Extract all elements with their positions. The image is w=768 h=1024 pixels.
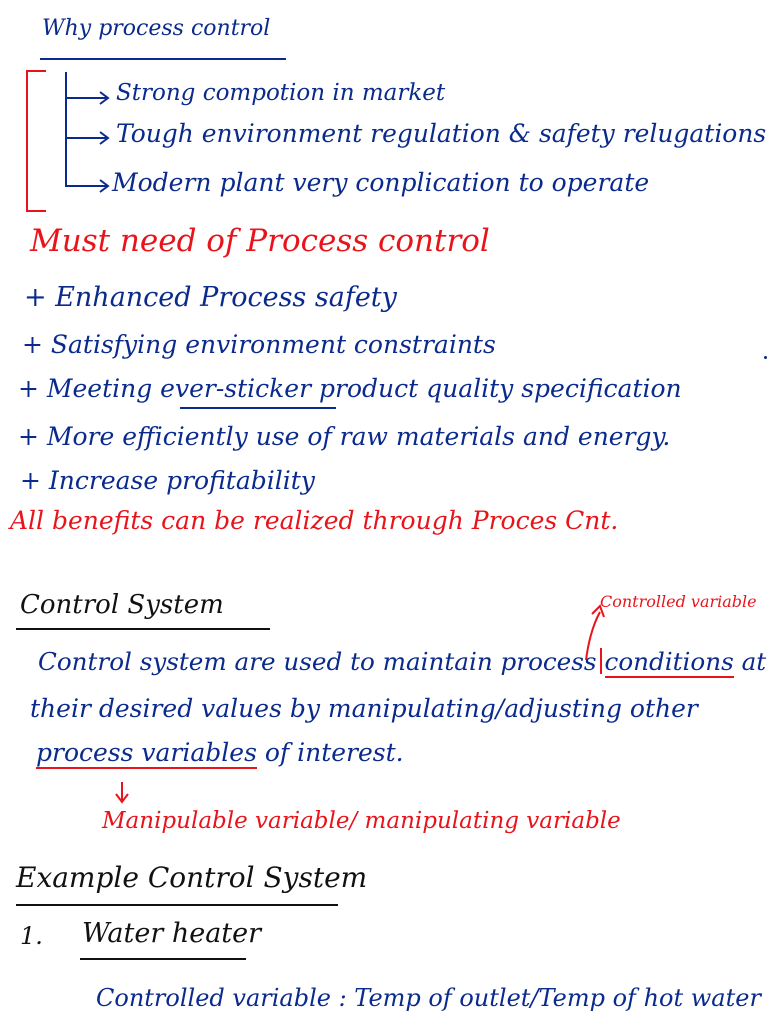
stray-dot <box>764 356 767 359</box>
controlled-variable-annotation: Controlled variable <box>600 592 757 611</box>
ever-sticker-underline <box>180 407 336 409</box>
benefit-item: + More efficiently use of raw materials … <box>18 422 671 451</box>
benefits-summary: All benefits can be realized through Pro… <box>10 506 619 535</box>
must-need-heading: Must need of Process control <box>30 223 490 259</box>
definition-line: their desired values by manipulating/adj… <box>30 694 698 723</box>
example-heading: Example Control System <box>16 861 368 894</box>
benefit-item: + Increase profitability <box>20 466 315 495</box>
reason-item: Strong compotion in market <box>116 80 446 106</box>
benefit-item: + Meeting ever-sticker product quality s… <box>18 374 682 403</box>
example-item-number: 1. <box>20 922 43 950</box>
definition-text: at <box>733 647 767 676</box>
control-system-underline <box>16 628 270 630</box>
example-item-title: Water heater <box>82 918 262 949</box>
reason-item: Modern plant very conplication to operat… <box>112 168 650 197</box>
reason-item: Tough environment regulation & safety re… <box>116 119 767 148</box>
red-bracket <box>26 70 46 212</box>
water-heater-underline <box>80 958 246 960</box>
benefit-item: + Enhanced Process safety <box>24 282 397 313</box>
example-underline <box>16 904 338 906</box>
control-system-heading: Control System <box>20 590 224 620</box>
benefit-item: + Satisfying environment constraints <box>22 330 496 359</box>
process-word: process <box>500 647 597 676</box>
definition-text: Control system are used to maintain <box>38 647 501 676</box>
process-conditions-divider <box>599 648 602 674</box>
heading-why-process-control: Why process control <box>42 16 271 41</box>
definition-line: Control system are used to maintain proc… <box>38 647 767 678</box>
heading-underline <box>40 58 286 60</box>
conditions-word: conditions <box>604 647 734 678</box>
definition-text: of interest. <box>256 738 404 767</box>
definition-line: process variables of interest. <box>36 738 404 769</box>
manipulable-variable-annotation: Manipulable variable/ manipulating varia… <box>102 808 621 834</box>
controlled-variable-line: Controlled variable : Temp of outlet/Tem… <box>96 984 761 1012</box>
process-variables-word: process variables <box>36 738 257 769</box>
